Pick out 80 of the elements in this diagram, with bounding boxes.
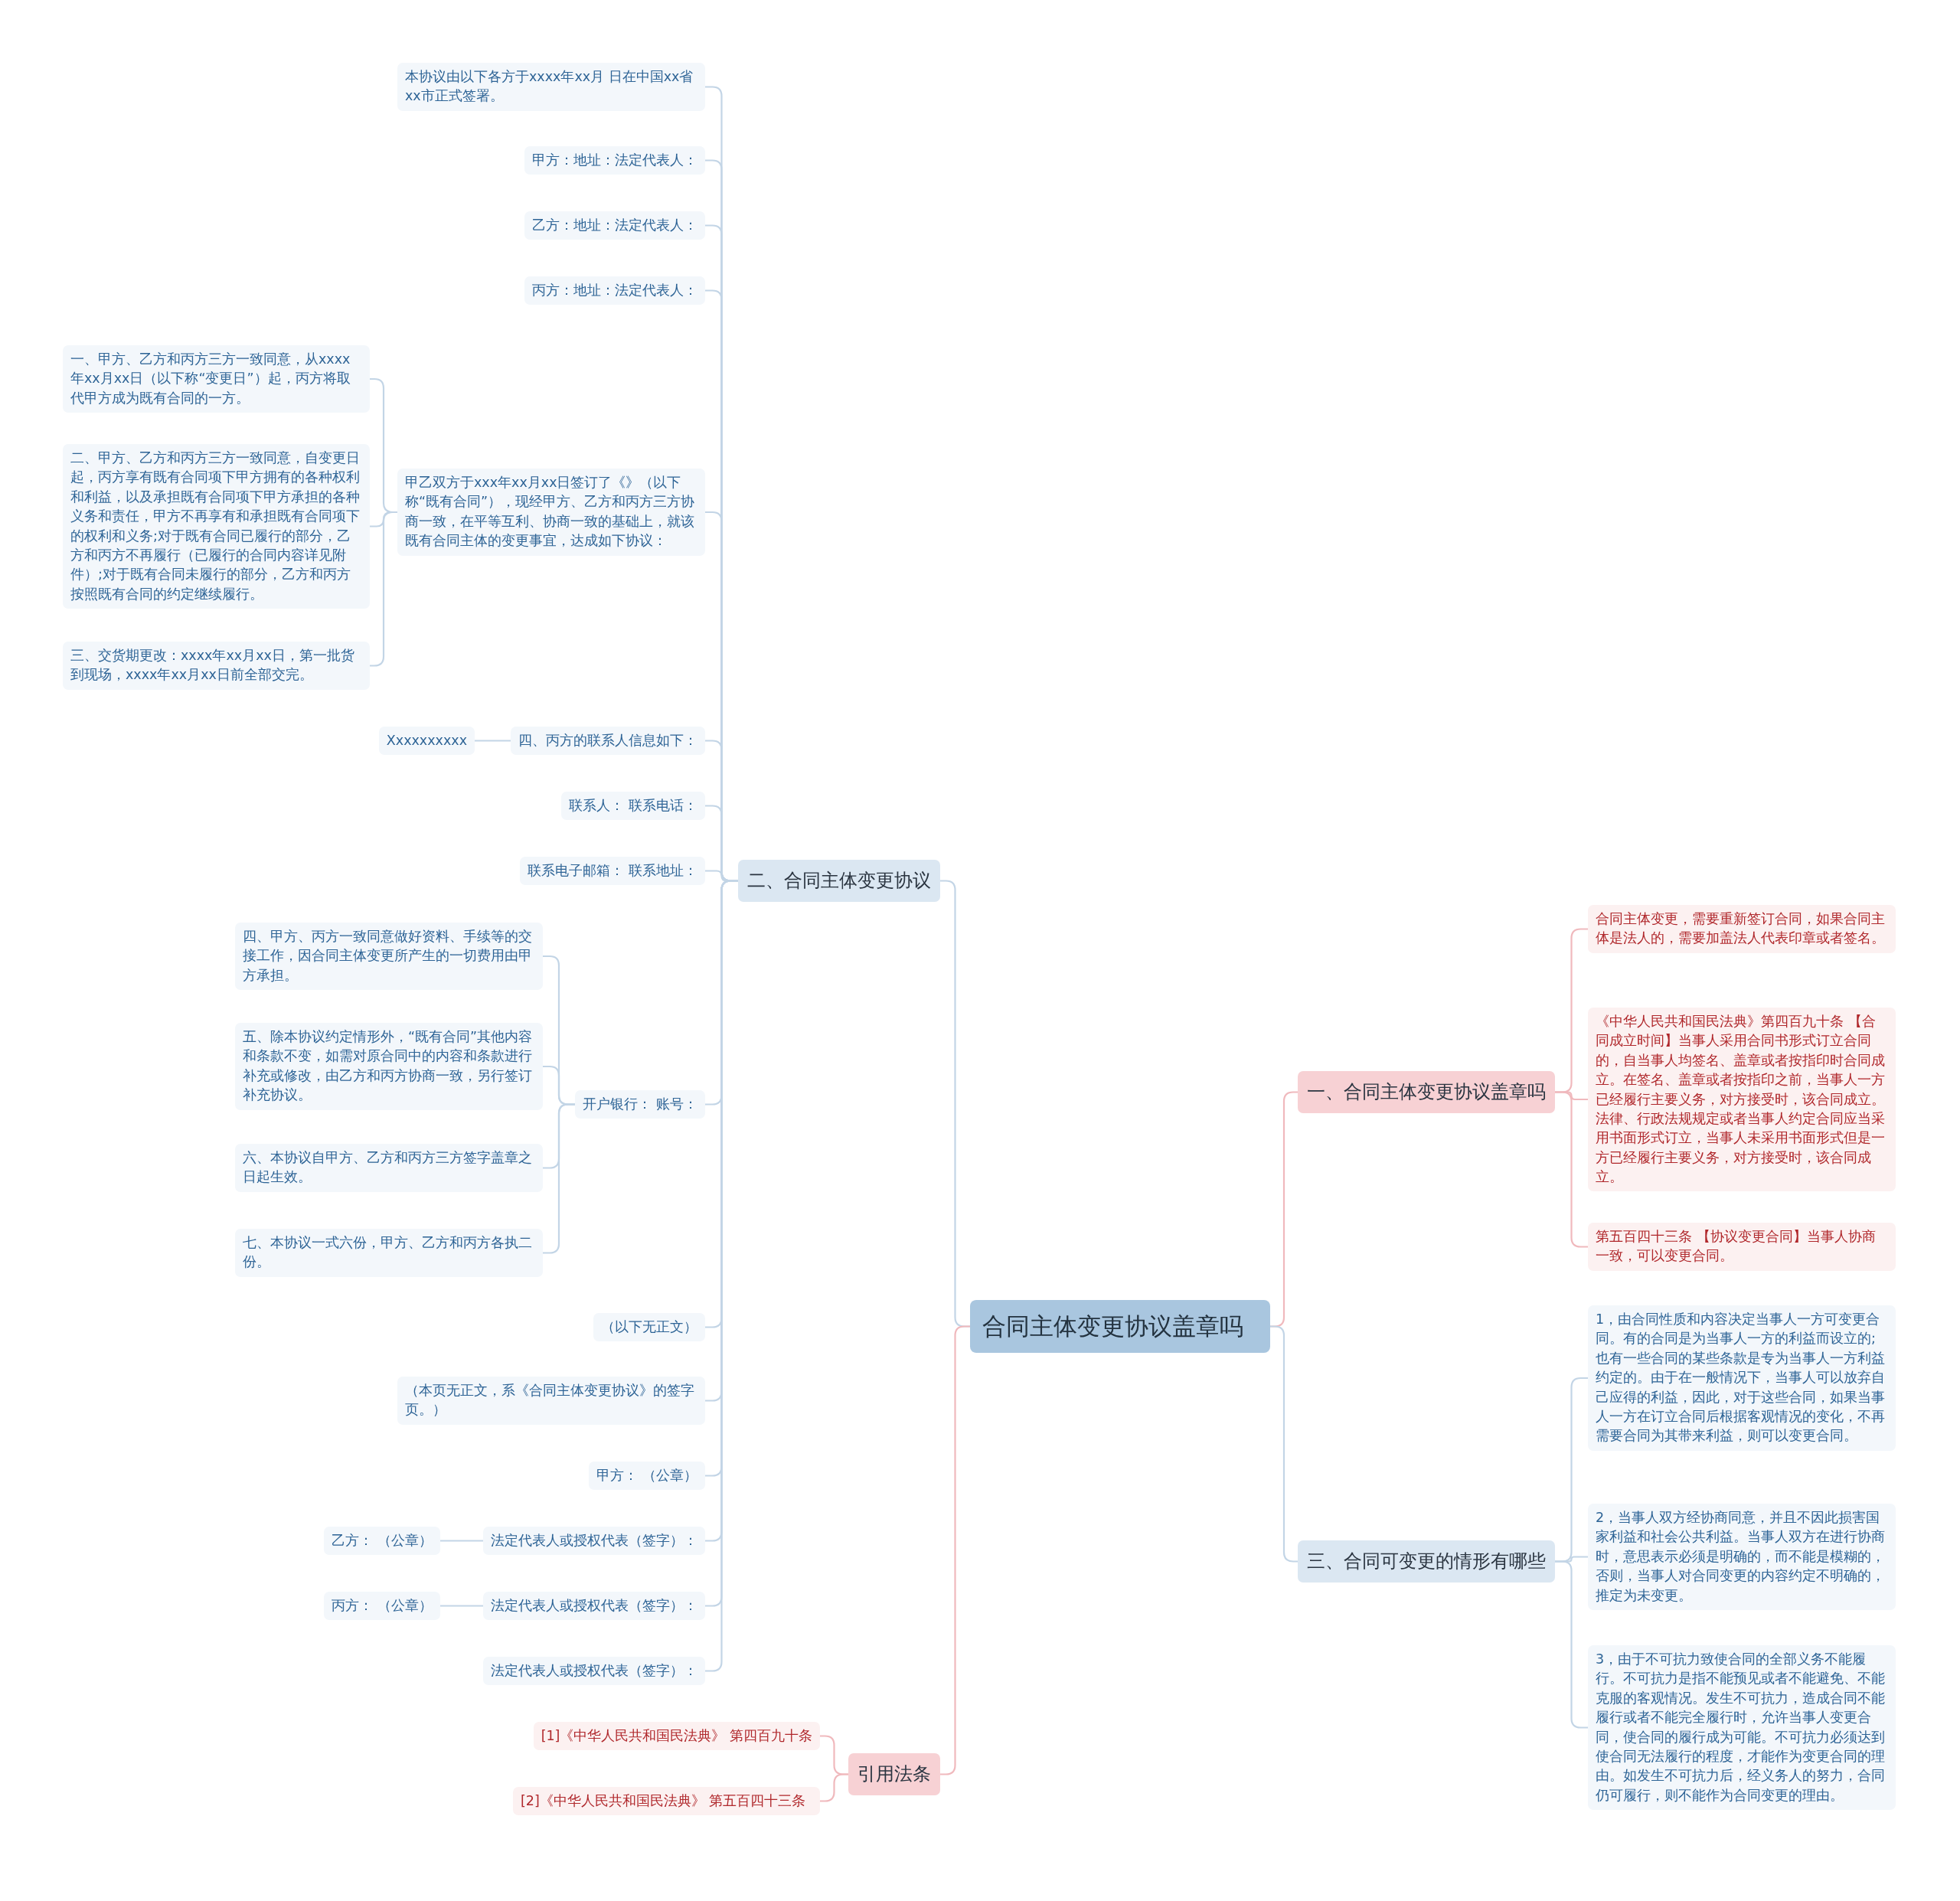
note-card — [589, 1462, 705, 1491]
note-card — [235, 1144, 543, 1192]
topic-text: [1]《中华人民共和国民法典》 第四百九十条 — [541, 1727, 812, 1745]
note-card — [1588, 1504, 1896, 1610]
note-card — [235, 1229, 543, 1277]
branch-topic-box — [848, 1753, 940, 1795]
topic-text: 七、本协议一式六份，甲方、乙方和丙方各执二份。 — [243, 1234, 533, 1272]
note-card — [324, 1592, 440, 1621]
topic-text: 五、除本协议约定情形外，“既有合同”其他内容和条款不变，如需对原合同中的内容和条款进行补充或修改，由乙方和丙方协商一致，另行签订补充协议。 — [243, 1028, 534, 1105]
topic-text: 本协议由以下各方于xxxx年xx月 日在中国xx省xx市正式签署。 — [405, 68, 694, 106]
note-card — [561, 792, 705, 821]
topic-text: 3，由于不可抗力致使合同的全部义务不能履行。不可抗力是指不能预见或者不能避免、不能克服的客观情况。发生不可抗力，造成合同不能履行或者不能完全履行时，允许当事人变更合同，使合同的履行成为可能。不可抗力必须达到使合同无法履行的程度，才能作为变更合同的理由。如发生不可抗力后，经义务人的努力，合同仍可履行，则不能作为合同变更的理由。 — [1596, 1651, 1886, 1805]
connector-line — [940, 1325, 970, 1775]
topic-text: 二、甲方、乙方和丙方三方一致同意，自变更日起，丙方享有既有合同项下甲方拥有的各种权利和利益，以及承担既有合同项下甲方承担的各种义务和责任，甲方不再享有和承担既有合同项下的权利和义务;对于既有合同已履行的部分，乙方和丙方不再履行（已履行的合同内容详见附件）;对于既有合同未履行的部分，乙方和丙方按照既有合同的约定继续履行。 — [70, 449, 361, 603]
topic-text: 三、合同可变更的情形有哪些 — [1307, 1550, 1546, 1573]
topic-text: 丙方： （公章） — [332, 1597, 433, 1615]
note-card — [575, 1090, 705, 1119]
topic-text: 2，当事人双方经协商同意，并且不因此损害国家利益和社会公共利益。当事人双方在进行协商时，意思表示必须是明确的，而不能是模糊的，否则，当事人对合同变更的内容约定不明确的，推定为未变更。 — [1596, 1509, 1886, 1605]
branch-topic-box — [1298, 1071, 1555, 1113]
topic-text: 《中华人民共和国民法典》第四百九十条 【合同成立时间】当事人采用合同书形式订立合同的，自当事人均签名、盖章或者按指印时合同成立。在签名、盖章或者按指印之前，当事人一方已经履行主要义务，对方接受时，该合同成立。法律、行政法规规定或者当事人约定合同应当采用书面形式订立，当事人未采用书面形式但是一方已经履行主要义务，对方接受时，该合同成立。 — [1596, 1013, 1886, 1186]
central-topic-box — [970, 1300, 1270, 1353]
topic-text: 联系电子邮箱： 联系地址： — [528, 862, 697, 880]
topic-text: Xxxxxxxxxx — [386, 732, 467, 750]
note-card — [235, 1023, 543, 1110]
topic-text: 法定代表人或授权代表（签字）： — [491, 1662, 697, 1680]
note-card — [524, 211, 705, 240]
note-card — [397, 469, 705, 556]
connector-line — [1555, 1091, 1588, 1248]
topic-text: 四、丙方的联系人信息如下： — [518, 732, 697, 750]
note-card — [524, 276, 705, 305]
note-card — [1588, 905, 1896, 953]
topic-text: 引用法条 — [858, 1762, 931, 1786]
note-card — [397, 1377, 705, 1425]
topic-text: 合同主体变更协议盖章吗 — [982, 1311, 1244, 1341]
connector-line — [440, 1605, 483, 1607]
note-card — [593, 1313, 705, 1342]
branch-topic-box — [1298, 1540, 1555, 1583]
topic-text: 乙方： （公章） — [332, 1532, 433, 1550]
topic-text: 丙方：地址：法定代表人： — [532, 282, 697, 299]
note-card — [378, 727, 475, 756]
note-card — [1588, 1223, 1896, 1271]
connector-line — [543, 1103, 575, 1254]
branch-topic-box — [738, 860, 940, 902]
topic-text: 甲乙双方于xxx年xx月xx日签订了《》（以下称“既有合同”），现经甲方、乙方和丙方三方协商一致，在平等互利、协商一致的基础上，就该既有合同主体的变更事宜，达成如下协议： — [405, 474, 696, 550]
connector-line — [475, 740, 511, 742]
topic-text: [2]《中华人民共和国民法典》 第五百四十三条 — [521, 1792, 807, 1810]
note-card — [511, 727, 705, 756]
connector-line — [1555, 1560, 1588, 1729]
note-card — [483, 1657, 705, 1686]
note-card — [324, 1527, 440, 1556]
note-card — [524, 146, 705, 175]
note-card — [483, 1592, 705, 1621]
topic-text: 第五百四十三条 【协议变更合同】当事人协商一致，可以变更合同。 — [1596, 1228, 1877, 1266]
topic-text: 合同主体变更，需要重新签订合同，如果合同主体是法人的，需要加盖法人代表印章或者签名。 — [1596, 910, 1886, 948]
topic-text: （本页无正文，系《合同主体变更协议》的签字页。） — [405, 1382, 695, 1419]
topic-text: 法定代表人或授权代表（签字）： — [491, 1532, 697, 1550]
topic-text: 三、交货期更改：xxxx年xx月xx日，第一批货到现场，xxxx年xx月xx日前全部交完。 — [70, 647, 355, 684]
topic-text: 四、甲方、丙方一致同意做好资料、手续等的交接工作，因合同主体变更所产生的一切费用由甲方承担。 — [243, 928, 533, 985]
note-card — [397, 63, 705, 111]
topic-text: 二、合同主体变更协议 — [747, 869, 931, 893]
topic-text: 乙方：地址：法定代表人： — [532, 217, 697, 234]
topic-text: 甲方： （公章） — [596, 1467, 697, 1485]
note-card — [63, 642, 370, 690]
note-card — [513, 1787, 820, 1816]
topic-text: 法定代表人或授权代表（签字）： — [491, 1597, 697, 1615]
note-card — [483, 1527, 705, 1556]
topic-text: 1，由合同性质和内容决定当事人一方可变更合同。有的合同是为当事人一方的利益而设立的;也有一些合同的某些条款是专为当事人一方利益约定的。由于在一般情况下，当事人可以放弃自己应得的利益，因此，对于这些合同，如果当事人一方在订立合同后根据客观情况的变化，不再需要合同为其带来利益，则可以变更合同。 — [1596, 1311, 1886, 1445]
topic-text: 联系人： 联系电话： — [569, 797, 697, 815]
topic-text: 六、本协议自甲方、乙方和丙方三方签字盖章之日起生效。 — [243, 1149, 533, 1187]
connector-line — [820, 1773, 848, 1802]
topic-text: （以下无正文） — [601, 1318, 697, 1336]
topic-text: 开户银行： 账号： — [583, 1096, 697, 1113]
topic-text: 一、甲方、乙方和丙方三方一致同意，从xxxx年xx月xx日（以下称“变更日”）起，丙方将取代甲方成为既有合同的一方。 — [70, 351, 351, 407]
topic-text: 甲方：地址：法定代表人： — [532, 152, 697, 169]
note-card — [235, 923, 543, 991]
note-card — [63, 345, 370, 413]
connector-line — [440, 1540, 483, 1542]
note-card — [520, 857, 705, 886]
topic-text: 一、合同主体变更协议盖章吗 — [1307, 1080, 1546, 1104]
note-card — [533, 1722, 820, 1751]
